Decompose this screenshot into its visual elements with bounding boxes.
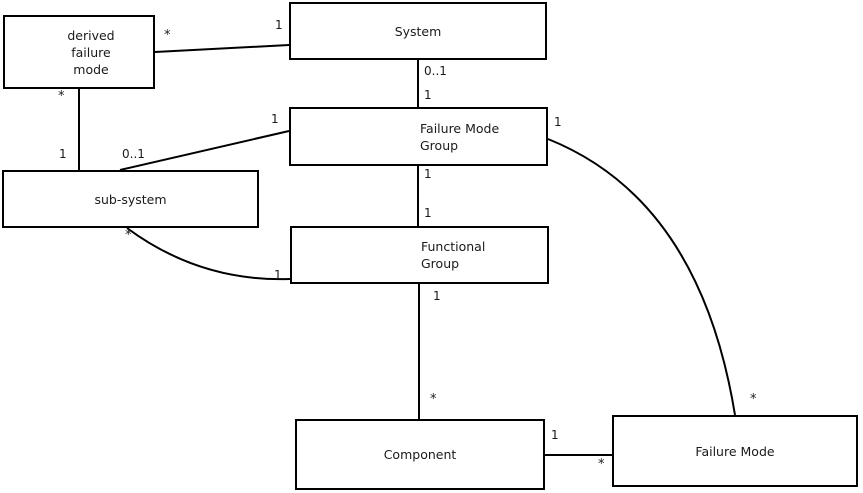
- multiplicity-fmg-fg-one-bottom: 1: [424, 206, 432, 220]
- edge-failure-mode-group-to-failure-mode: [547, 138, 736, 416]
- multiplicity-subsys-fg-one: 1: [274, 268, 282, 282]
- class-name-system: System: [394, 23, 442, 39]
- class-box-sub-system[interactable]: sub-system: [2, 170, 259, 228]
- multiplicity-dfm-subsys-one: 1: [59, 147, 67, 161]
- multiplicity-fmg-fm-one: 1: [554, 115, 562, 129]
- multiplicity-fg-component-one: 1: [433, 289, 441, 303]
- multiplicity-component-fm-star: *: [598, 457, 605, 472]
- multiplicity-subsys-fg-star: *: [125, 228, 132, 243]
- multiplicity-fmg-fm-star: *: [750, 392, 757, 407]
- class-box-component[interactable]: Component: [295, 419, 545, 490]
- multiplicity-fmg-fg-one-top: 1: [424, 167, 432, 181]
- multiplicity-fmg-subsys-one: 1: [271, 112, 279, 126]
- class-box-failure-mode-group[interactable]: Failure Mode Group: [289, 107, 548, 166]
- multiplicity-component-fm-one: 1: [551, 428, 559, 442]
- edge-sub-system-to-functional-group: [126, 227, 291, 281]
- multiplicity-system-fmg-zero-one: 0..1: [424, 64, 447, 78]
- class-name-functional-group: Functional Group: [421, 239, 486, 271]
- class-name-failure-mode-group: Failure Mode Group: [420, 120, 500, 153]
- class-name-sub-system: sub-system: [94, 191, 167, 207]
- multiplicity-fmg-subsys-zero-one: 0..1: [122, 147, 145, 161]
- multiplicity-dfm-subsys-star: *: [58, 89, 65, 104]
- multiplicity-fg-component-star: *: [430, 392, 437, 407]
- class-box-functional-group[interactable]: Functional Group: [290, 226, 549, 284]
- class-name-component: Component: [383, 447, 457, 462]
- class-box-derived-failure-mode[interactable]: derived failure mode: [3, 15, 155, 89]
- class-box-failure-mode[interactable]: Failure Mode: [612, 415, 858, 487]
- multiplicity-dfm-system-one: 1: [275, 18, 283, 32]
- class-name-derived-failure-mode: derived failure mode: [67, 27, 115, 77]
- class-box-system[interactable]: System: [289, 2, 547, 60]
- edge-failure-mode-group-to-sub-system: [119, 130, 290, 171]
- class-name-failure-mode: Failure Mode: [695, 443, 775, 459]
- edge-derived-failure-mode-to-system: [154, 44, 290, 53]
- multiplicity-system-fmg-one: 1: [424, 88, 432, 102]
- multiplicity-dfm-system-star: *: [164, 28, 171, 43]
